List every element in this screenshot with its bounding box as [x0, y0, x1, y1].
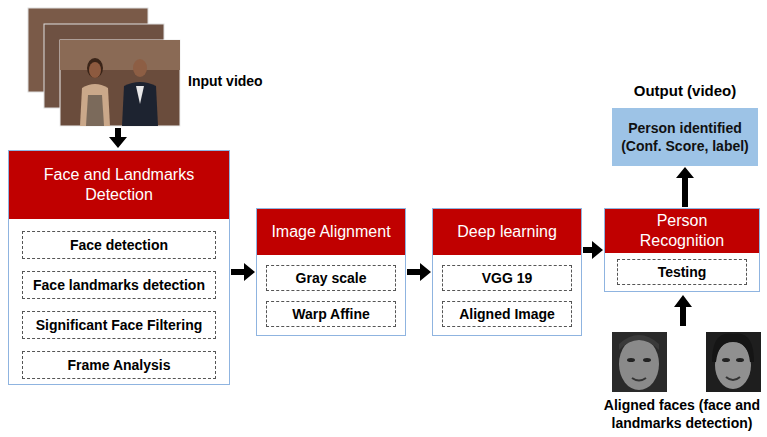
step-text: Testing [658, 264, 707, 280]
step-box: Warp Affine [266, 301, 396, 327]
step-text: Frame Analysis [68, 357, 171, 373]
output-text: Person identified (Conf. Score, label) [620, 119, 750, 155]
flow-arrow [407, 263, 431, 281]
header-band: Image Alignment [257, 209, 405, 255]
step-box: Face landmarks detection [22, 271, 216, 299]
step-box: Face detection [22, 231, 216, 259]
step-box: Frame Analysis [22, 351, 216, 379]
step-text: Warp Affine [292, 306, 370, 322]
header-band: Face and Landmarks Detection [9, 151, 229, 219]
video-frames [28, 8, 180, 126]
panel-title: Face and Landmarks Detection [17, 165, 221, 205]
step-text: Face landmarks detection [33, 277, 205, 293]
panel-title: Deep learning [457, 222, 557, 242]
step-text: Aligned Image [459, 306, 555, 322]
faces-caption: Aligned faces (face and landmarks detect… [600, 396, 764, 432]
process-panel: Face and Landmarks DetectionFace detecti… [8, 150, 230, 385]
step-box: Testing [617, 259, 747, 285]
faces-arrow [674, 295, 692, 326]
header-band: Deep learning [433, 209, 581, 255]
step-box: Significant Face Filtering [22, 311, 216, 339]
step-text: Face detection [70, 237, 168, 253]
input-arrow [109, 128, 127, 148]
face-images [612, 332, 761, 392]
input-label: Input video [188, 72, 328, 90]
step-text: Gray scale [296, 270, 367, 286]
step-text: VGG 19 [482, 270, 533, 286]
step-box: Aligned Image [442, 301, 572, 327]
step-box: Gray scale [266, 265, 396, 291]
panel-title: Person Recognition [613, 211, 751, 251]
flow-arrow [676, 167, 694, 207]
process-panel: Person RecognitionTesting [604, 208, 760, 292]
panel-title: Image Alignment [271, 222, 390, 242]
video-frame [60, 40, 180, 126]
process-panel: Image AlignmentGray scaleWarp Affine [256, 208, 406, 336]
header-band: Person Recognition [605, 209, 759, 253]
step-box: VGG 19 [442, 265, 572, 291]
output-box: Output (video)Person identified (Conf. S… [612, 108, 758, 166]
step-text: Significant Face Filtering [36, 317, 202, 333]
output-heading: Output (video) [602, 82, 767, 99]
process-panel: Deep learningVGG 19 Aligned Image [432, 208, 582, 336]
flow-arrow [231, 263, 255, 281]
flow-arrow [583, 241, 603, 259]
